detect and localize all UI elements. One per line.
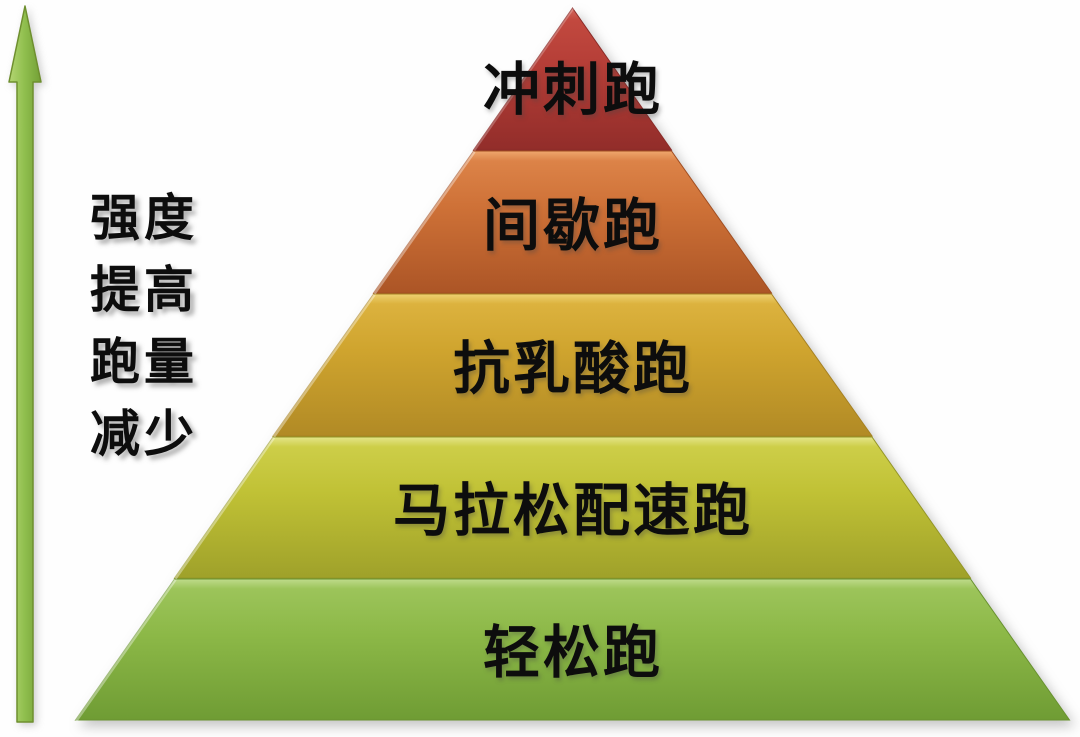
pyramid-level-1-shape [472,7,673,151]
level-5-label: 轻松跑 [483,621,663,685]
level-1-left-bevel [471,6,575,152]
pyramid-level-2-shape [372,150,773,294]
side-label-line-4: 减少 [90,406,198,462]
side-label-line-3: 跑量 [90,334,198,390]
pyramid-level-3-shape [272,293,873,437]
level-3-label: 抗乳酸跑 [453,337,693,401]
level-2-left-bevel [371,149,476,295]
pyramid-shape [73,6,1071,722]
level-3-left-bevel [270,292,376,438]
up-arrow-icon [8,5,42,723]
level-2-label: 间歇跑 [483,194,663,258]
side-label: 强度 提高 跑量 减少 [84,182,204,470]
side-label-line-2: 提高 [90,262,198,318]
level-5-left-bevel [73,577,177,722]
level-4-label: 马拉松配速跑 [393,479,753,543]
level-4-left-bevel [172,435,276,580]
pyramid-level-5-shape [74,578,1071,721]
level-1-label: 冲刺跑 [483,58,663,122]
side-label-line-1: 强度 [90,190,198,246]
intensity-up-arrow [8,5,42,723]
pyramid-level-4-shape [173,436,972,579]
